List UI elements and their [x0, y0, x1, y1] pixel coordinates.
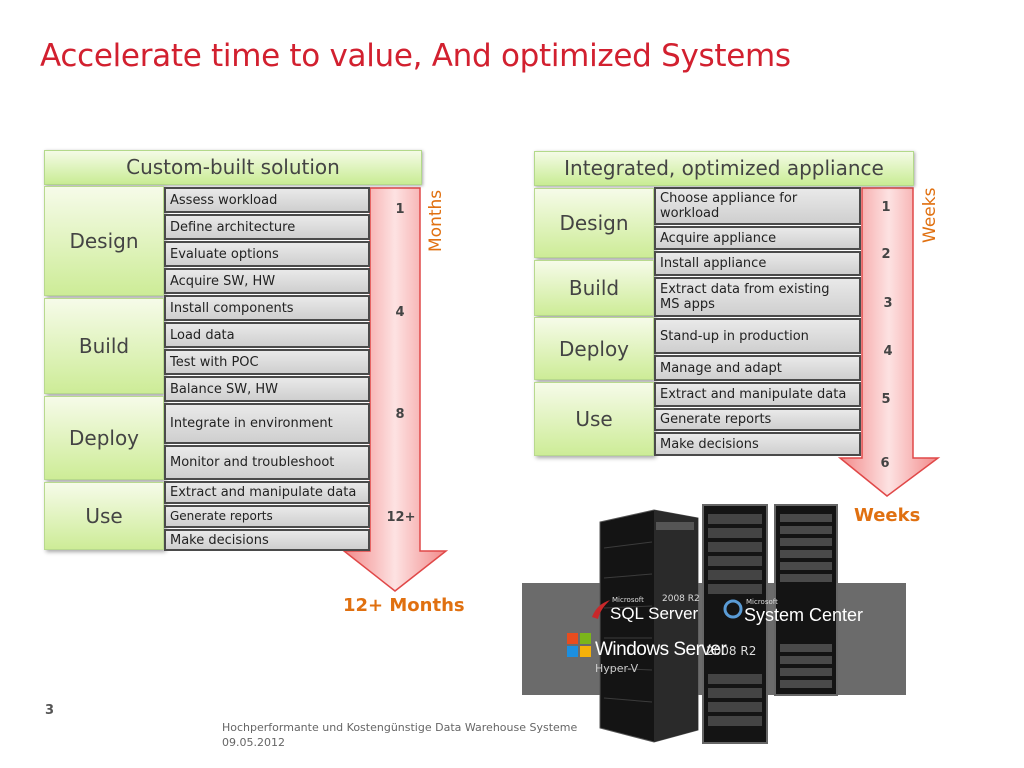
- months-label: Months: [426, 189, 446, 252]
- right-step-manage-and-adapt: Manage and adapt: [654, 355, 861, 381]
- left-phase-use: Use: [44, 482, 164, 550]
- weeks-arrow: [838, 187, 941, 497]
- right-phase-deploy: Deploy: [534, 317, 654, 380]
- right-number-2: 2: [881, 247, 891, 262]
- right-step-extract-and-manipulate-data: Extract and manipulate data: [654, 382, 861, 407]
- windows-server-label: Windows Server: [595, 639, 727, 660]
- sql-server-label: SQL Server: [610, 604, 699, 623]
- right-phase-build: Build: [534, 260, 654, 316]
- system-center-label: System Center: [744, 605, 864, 625]
- right-step-generate-reports: Generate reports: [654, 408, 861, 431]
- left-step-test-with-poc: Test with POC: [164, 349, 370, 375]
- integrated-appliance-header: Integrated, optimized appliance: [534, 151, 914, 186]
- left-step-generate-reports: Generate reports: [164, 505, 370, 528]
- sql-server-logo-icon: [592, 600, 610, 619]
- server-rack-right: [774, 504, 838, 696]
- left-phase-design: Design: [44, 186, 164, 296]
- left-step-integrate-in-environment: Integrate in environment: [164, 403, 370, 444]
- twelve-plus-months-label: 12+ Months: [343, 595, 465, 616]
- sql-server-version: 2008 R2: [662, 594, 700, 604]
- slide-title: Accelerate time to value, And optimized …: [40, 38, 791, 74]
- hyper-v-label: Hyper-V: [595, 662, 639, 675]
- left-step-assess-workload: Assess workload: [164, 187, 370, 213]
- right-number-5: 5: [881, 392, 891, 407]
- page-number: 3: [45, 703, 55, 718]
- system-center-logo-icon: [723, 599, 743, 619]
- server-rack-left: [599, 509, 699, 743]
- left-step-define-architecture: Define architecture: [164, 214, 370, 240]
- sql-server-microsoft-label: Microsoft: [612, 596, 644, 604]
- weeks-vertical-label: Weeks: [920, 187, 940, 243]
- months-arrow: [341, 187, 449, 592]
- right-step-install-appliance: Install appliance: [654, 251, 861, 276]
- left-number-1: 1: [395, 202, 405, 217]
- left-step-load-data: Load data: [164, 322, 370, 348]
- system-center-microsoft-label: Microsoft: [746, 598, 778, 606]
- right-number-4: 4: [883, 344, 893, 359]
- custom-built-header: Custom-built solution: [44, 150, 422, 185]
- left-number-12-plus: 12+: [386, 510, 416, 525]
- left-step-evaluate-options: Evaluate options: [164, 241, 370, 267]
- right-step-choose-appliance: Choose appliance for workload: [654, 187, 861, 225]
- right-number-1: 1: [881, 200, 891, 215]
- left-step-extract-and-manipulate-data: Extract and manipulate data: [164, 481, 370, 504]
- left-phase-deploy: Deploy: [44, 396, 164, 480]
- left-step-balance-sw-hw: Balance SW, HW: [164, 376, 370, 402]
- right-number-6: 6: [880, 456, 890, 471]
- left-phase-build: Build: [44, 298, 164, 394]
- windows-server-version: 2008 R2: [706, 644, 757, 658]
- right-step-acquire-appliance: Acquire appliance: [654, 226, 861, 250]
- left-number-8: 8: [395, 407, 405, 422]
- footer-date: 09.05.2012: [222, 736, 285, 749]
- footer-title: Hochperformante und Kostengünstige Data …: [222, 721, 578, 734]
- left-number-4: 4: [395, 305, 405, 320]
- right-step-stand-up-in-production: Stand-up in production: [654, 318, 861, 354]
- windows-logo-icon: [567, 633, 591, 657]
- right-step-make-decisions: Make decisions: [654, 432, 861, 456]
- right-number-3: 3: [883, 296, 893, 311]
- right-phase-design: Design: [534, 188, 654, 258]
- left-step-acquire-sw-hw: Acquire SW, HW: [164, 268, 370, 294]
- weeks-total-label: Weeks: [854, 505, 921, 526]
- left-step-install-components: Install components: [164, 295, 370, 321]
- left-step-make-decisions: Make decisions: [164, 529, 370, 551]
- right-step-extract-from-ms-apps: Extract data from existing MS apps: [654, 277, 861, 317]
- left-step-monitor-and-troubleshoot: Monitor and troubleshoot: [164, 445, 370, 480]
- right-phase-use: Use: [534, 382, 654, 456]
- server-rack-middle: [702, 504, 768, 744]
